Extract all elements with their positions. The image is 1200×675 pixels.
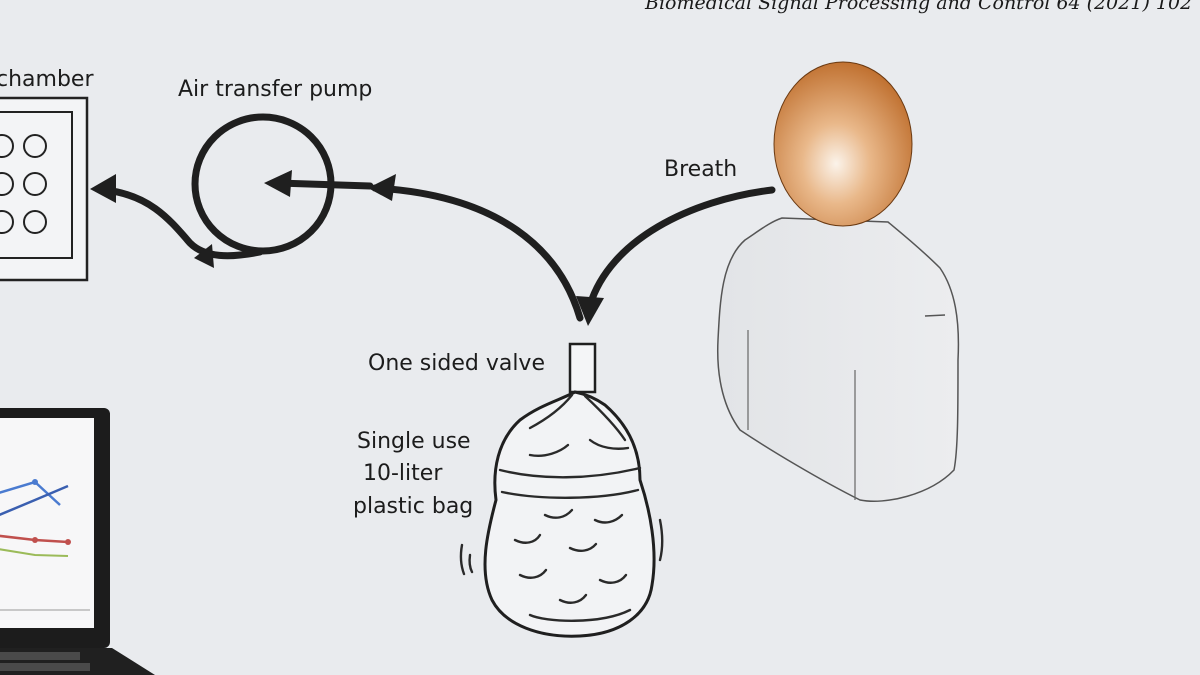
chamber-label: chamber — [0, 67, 94, 92]
laptop-chart — [0, 479, 90, 611]
pump-label: Air transfer pump — [178, 77, 372, 102]
arrowhead-pump-center — [264, 170, 292, 197]
person-icon — [716, 61, 960, 502]
laptop-icon — [0, 408, 155, 675]
sensor-chamber-icon — [0, 96, 89, 282]
arrowhead-breath — [576, 296, 604, 326]
bag-label-line3: plastic bag — [353, 494, 473, 519]
breath-label: Breath — [664, 157, 737, 182]
arrowhead-chamber — [90, 174, 116, 203]
arrow-pump-to-chamber — [101, 186, 264, 260]
arrow-pump-inner — [274, 179, 374, 190]
valve-icon — [568, 342, 597, 394]
journal-header: Biomedical Signal Processing and Control… — [644, 0, 1192, 14]
bag-label-line1: Single use — [357, 429, 471, 454]
valve-label: One sided valve — [368, 351, 545, 376]
plastic-bag-icon — [459, 390, 664, 638]
arrowhead-pump-output — [194, 244, 214, 268]
arrowhead-pump-input — [368, 174, 396, 201]
bag-label-line2: 10-liter — [363, 461, 443, 486]
arrow-breath — [586, 186, 776, 309]
arrow-valve-to-pump — [371, 184, 584, 322]
